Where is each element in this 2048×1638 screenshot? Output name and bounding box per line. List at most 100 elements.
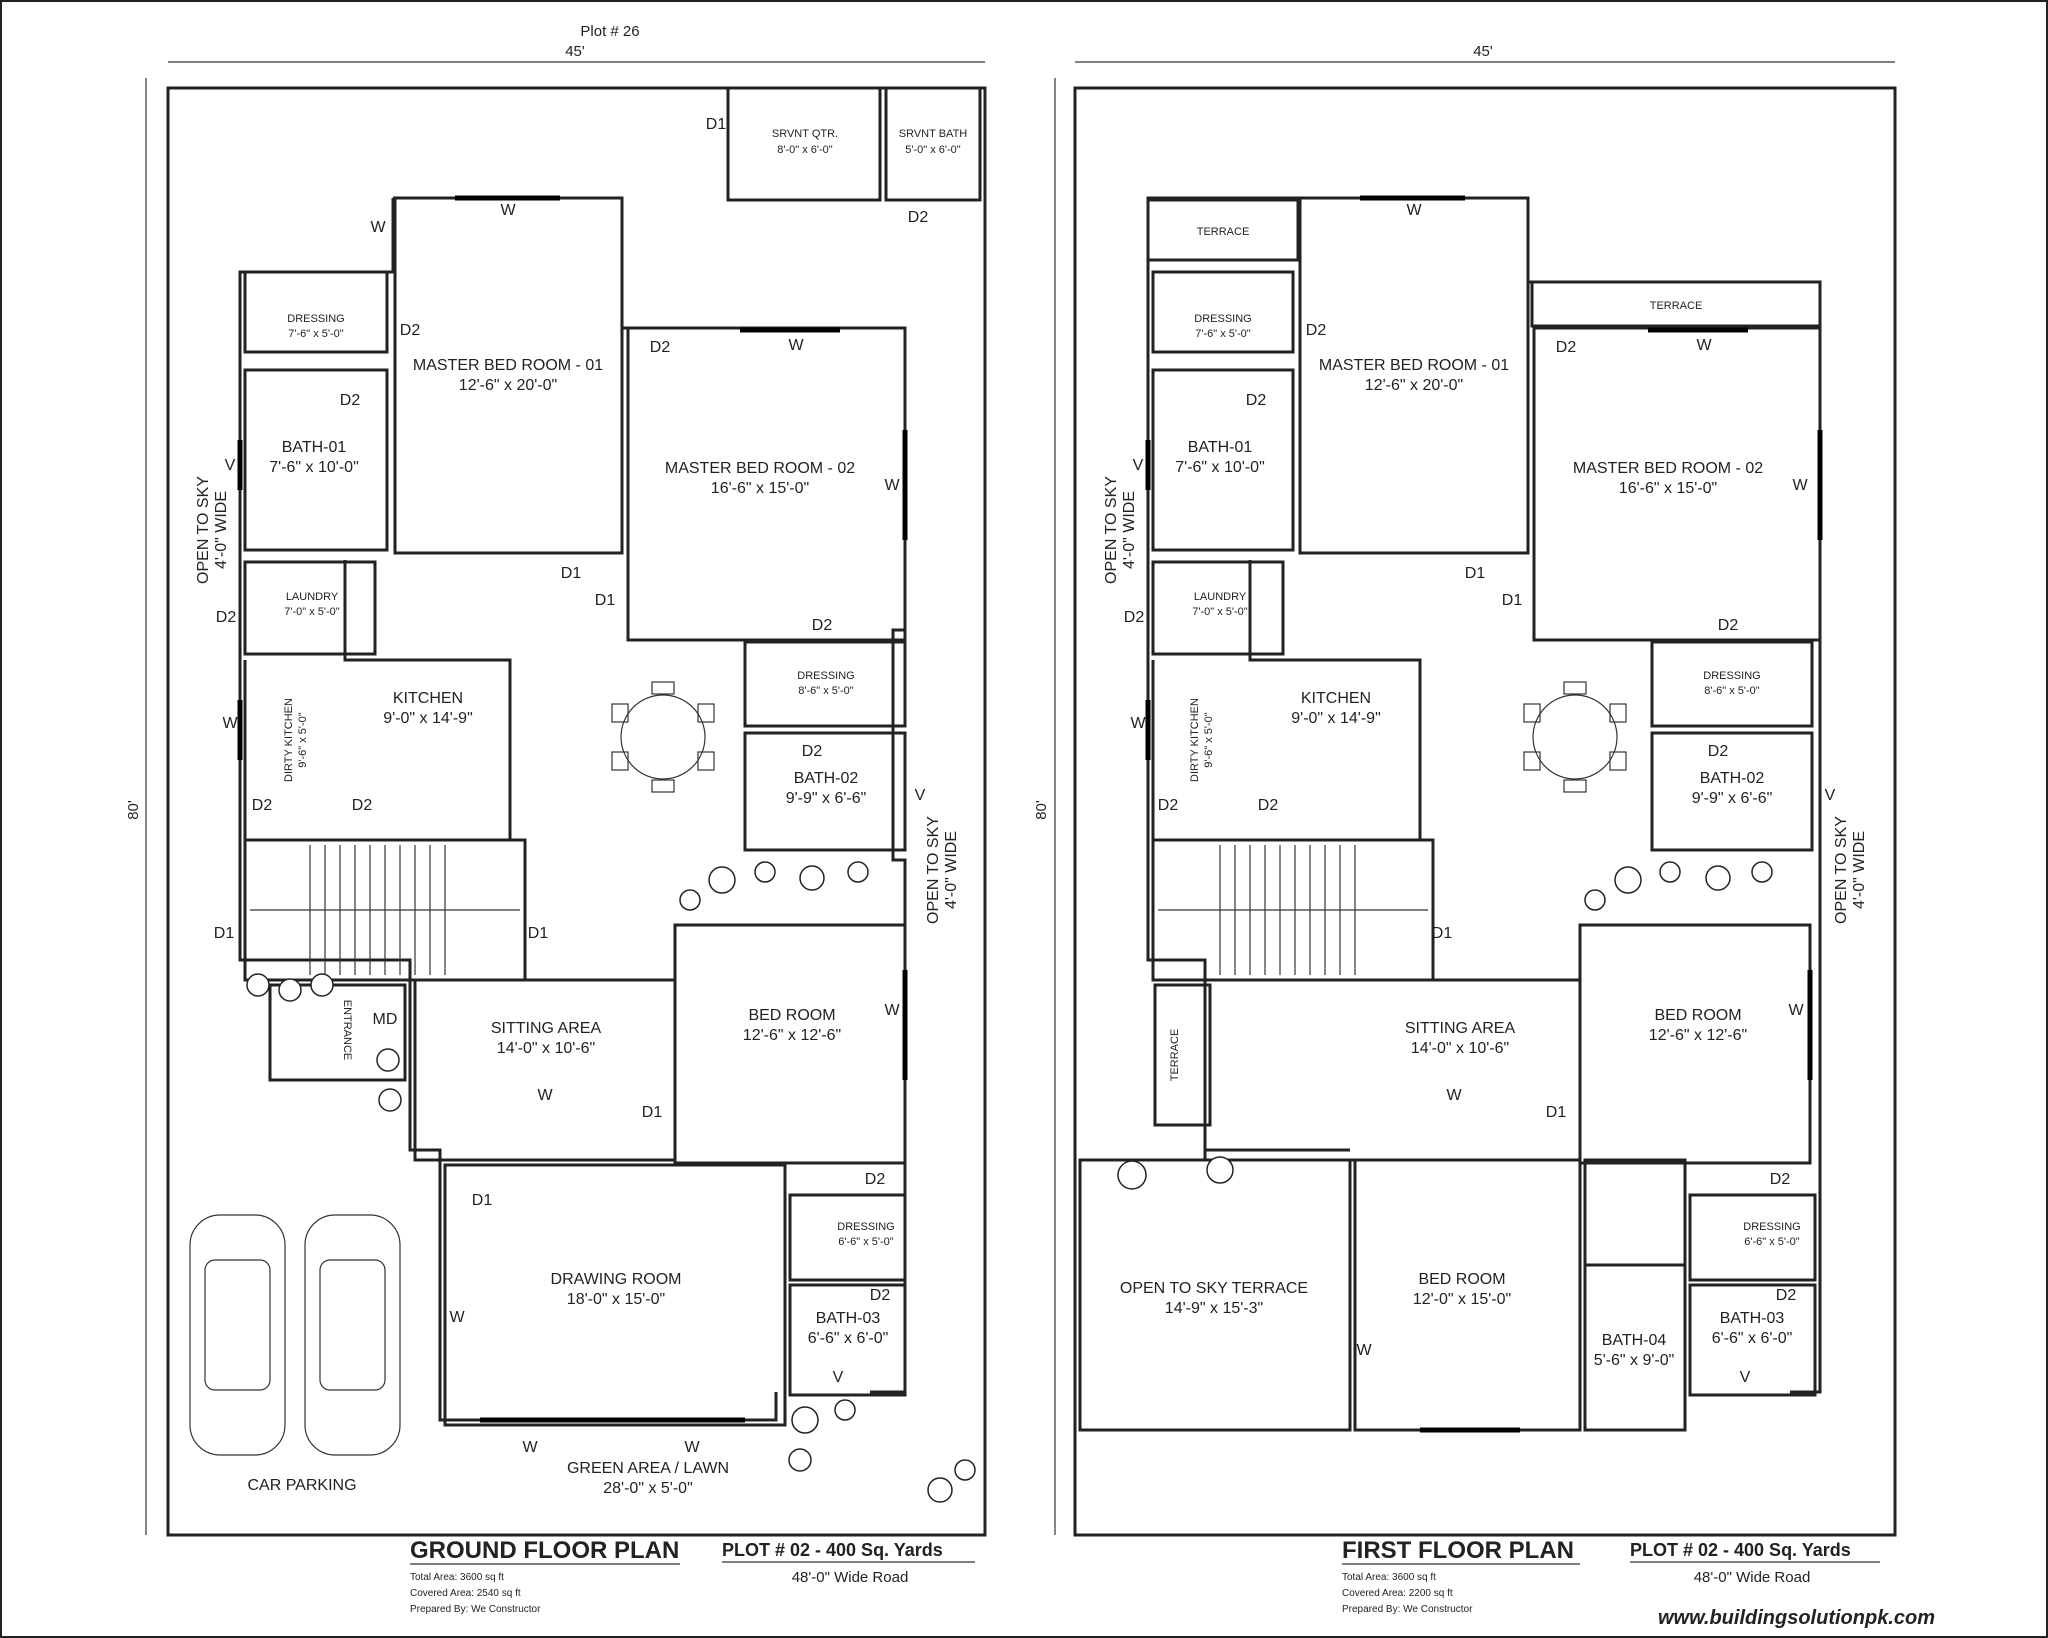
tag-d1: D1 (1546, 1104, 1567, 1121)
first-dressing1-name: DRESSING (1194, 313, 1251, 325)
tag-w: W (884, 1002, 900, 1019)
ground-sitting-name: SITTING AREA (491, 1020, 602, 1037)
first-sitting-name: SITTING AREA (1405, 1020, 1516, 1037)
tag-d2: D2 (650, 339, 671, 356)
servant-qtr-size: 8'-0" x 6'-0" (777, 144, 833, 156)
first-laundry-name: LAUNDRY (1194, 591, 1247, 603)
tag-d2: D2 (1708, 743, 1729, 760)
first-bath2-size: 9'-9" x 6'-6" (1692, 790, 1773, 807)
first-bath1-name: BATH-01 (1188, 439, 1253, 456)
first-terrace3: TERRACE (1169, 1029, 1181, 1082)
tag-w: W (788, 337, 804, 354)
first-dressing-2-walls (1650, 640, 1814, 728)
first-sitting-area-walls (1203, 978, 1582, 1162)
tag-w: W (370, 219, 386, 236)
first-master1-name: MASTER BED ROOM - 01 (1319, 357, 1509, 374)
ground-kitchen-size: 9'-0" x 14'-9" (383, 710, 473, 727)
servant-quarter-walls (726, 86, 882, 202)
tag-d1: D1 (595, 592, 616, 609)
ground-lawn-name: GREEN AREA / LAWN (567, 1460, 729, 1477)
tag-d2: D2 (1718, 617, 1739, 634)
first-dressing3-size: 6'-6" x 5'-0" (1744, 1236, 1800, 1248)
tag-d2: D2 (1258, 797, 1279, 814)
website-link[interactable]: www.buildingsolutionpk.com (1658, 1607, 1935, 1629)
first-stairs (1158, 845, 1428, 975)
first-master-1-walls (1298, 196, 1530, 555)
ground-laundry-name: LAUNDRY (286, 591, 339, 603)
ground-cars (189, 1214, 401, 1456)
first-master2-size: 16'-6" x 15'-0" (1619, 480, 1717, 497)
tag-d2: D2 (812, 617, 833, 634)
ground-dressing1-name: DRESSING (287, 313, 344, 325)
tag-w: W (500, 202, 516, 219)
first-bedroom-1-walls (1578, 923, 1812, 1165)
tag-v: V (833, 1369, 844, 1386)
first-note-covered: Covered Area: 2200 sq ft (1342, 1588, 1453, 1599)
bath-2-walls (743, 731, 907, 852)
first-dirty-kitchen-size: 9'-6" x 5'-0" (1203, 712, 1215, 768)
ground-open-right-2: 4'-0" WIDE (943, 831, 960, 909)
kitchen-walls (243, 560, 512, 842)
first-plants (1117, 861, 1773, 1190)
servant-bath-name: SRVNT BATH (899, 128, 968, 140)
tag-w: W (522, 1439, 538, 1456)
first-kitchen-size: 9'-0" x 14'-9" (1291, 710, 1381, 727)
first-bath4-name: BATH-04 (1602, 1332, 1667, 1349)
first-terrace-1-walls (1146, 198, 1300, 262)
ground-floor-plan: 45' 80' SRVNT QTR. 8'-0" x 6'-0" SRVNT B… (125, 43, 987, 1615)
ground-bath2-size: 9'-9" x 6'-6" (786, 790, 867, 807)
tag-d2: D2 (352, 797, 373, 814)
first-bedroom1-name: BED ROOM (1654, 1007, 1741, 1024)
first-depth-label: 80' (1033, 800, 1050, 820)
first-open-terrace-size: 14'-9" x 15'-3" (1165, 1300, 1263, 1317)
first-note-total: Total Area: 3600 sq ft (1342, 1572, 1436, 1583)
first-dressing-3-walls (1688, 1193, 1817, 1282)
ground-width-label: 45' (565, 43, 585, 60)
tag-v: V (225, 457, 236, 474)
first-plot-label: PLOT # 02 - 400 Sq. Yards (1630, 1540, 1851, 1560)
ground-car-parking: CAR PARKING (247, 1477, 356, 1494)
tag-d2: D2 (340, 392, 361, 409)
servant-bath-size: 5'-0" x 6'-0" (905, 144, 961, 156)
tag-d2: D2 (216, 609, 237, 626)
tag-d2: D2 (1124, 609, 1145, 626)
first-bath-1-walls (1151, 368, 1295, 552)
ground-plot-label: PLOT # 02 - 400 Sq. Yards (722, 1540, 943, 1560)
ground-dressing3-size: 6'-6" x 5'-0" (838, 1236, 894, 1248)
first-terrace1: TERRACE (1197, 226, 1250, 238)
ground-floor-title: GROUND FLOOR PLAN (410, 1537, 679, 1564)
tag-w: W (1130, 715, 1146, 732)
tag-d2: D2 (908, 209, 929, 226)
tag-w: W (1696, 337, 1712, 354)
ground-lawn-size: 28'-0" x 5'-0" (603, 1480, 693, 1497)
first-dressing-bath4-walls (1583, 1158, 1687, 1267)
ground-dressing2-name: DRESSING (797, 670, 854, 682)
first-open-right-2: 4'-0" WIDE (1851, 831, 1868, 909)
first-dressing2-size: 8'-6" x 5'-0" (1704, 685, 1760, 697)
first-bath-3-walls (1688, 1283, 1817, 1397)
first-dressing1-size: 7'-6" x 5'-0" (1195, 328, 1251, 340)
first-dining-table (1523, 681, 1627, 793)
tag-v: V (1825, 787, 1836, 804)
ground-plants (246, 861, 976, 1503)
first-kitchen-name: KITCHEN (1301, 690, 1371, 707)
first-dressing3-name: DRESSING (1743, 1221, 1800, 1233)
first-laundry-walls (1151, 560, 1285, 656)
ground-stairs (250, 845, 520, 975)
ground-master2-name: MASTER BED ROOM - 02 (665, 460, 855, 477)
servant-bath-walls (884, 86, 982, 202)
tag-w: W (1446, 1087, 1462, 1104)
first-dirty-kitchen-name: DIRTY KITCHEN (1189, 698, 1201, 782)
first-bedroom2-size: 12'-0" x 15'-0" (1413, 1291, 1511, 1308)
tag-d2: D2 (1556, 339, 1577, 356)
ground-open-left-1: OPEN TO SKY (195, 476, 212, 584)
tag-d2: D2 (1306, 322, 1327, 339)
tag-d1: D1 (472, 1192, 493, 1209)
first-floor-plan: 45' 80' (1033, 43, 1897, 1615)
sitting-area-walls (413, 978, 677, 1162)
ground-drawing-size: 18'-0" x 15'-0" (567, 1291, 665, 1308)
first-bath3-size: 6'-6" x 6'-0" (1712, 1330, 1793, 1347)
ground-sitting-size: 14'-0" x 10'-6" (497, 1040, 595, 1057)
tag-d2: D2 (1776, 1287, 1797, 1304)
ground-open-right-1: OPEN TO SKY (925, 816, 942, 924)
